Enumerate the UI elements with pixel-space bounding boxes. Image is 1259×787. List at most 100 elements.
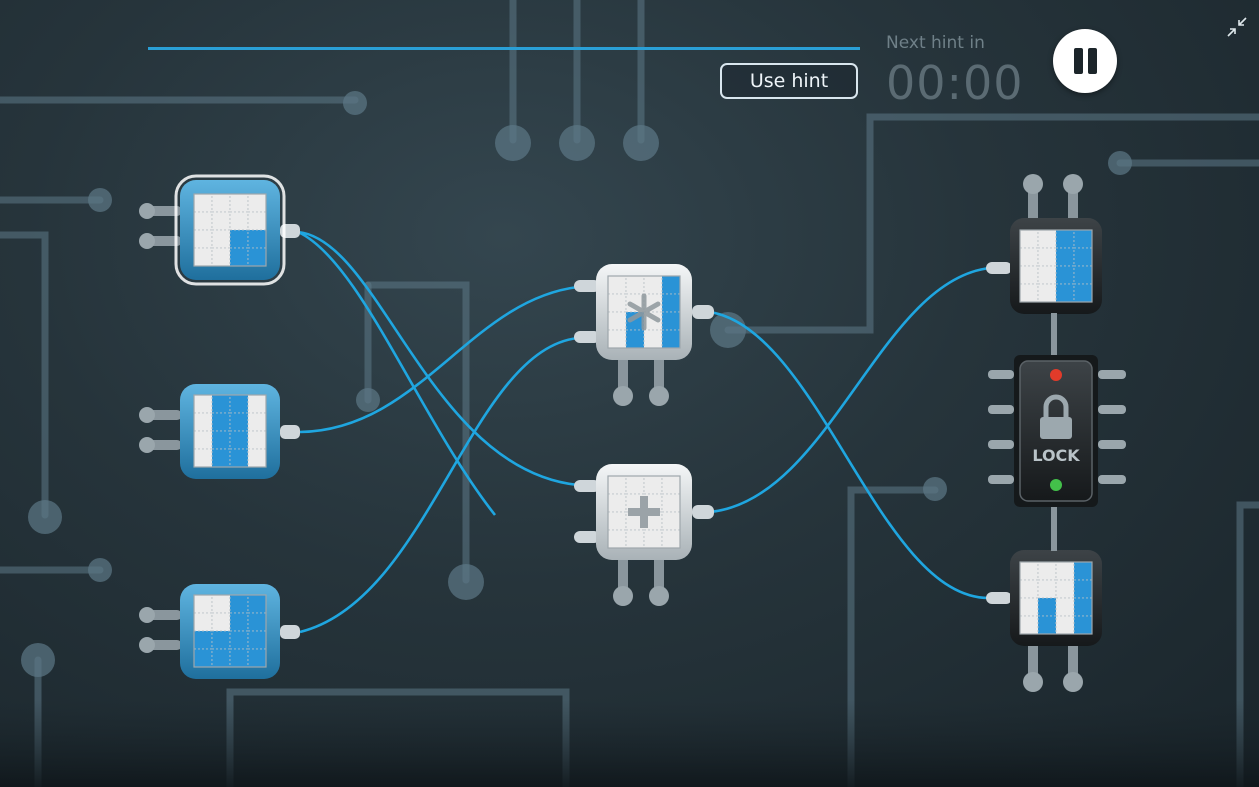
- grid-cell: [1073, 579, 1093, 599]
- grid-cell: [193, 394, 213, 414]
- grid-cell: [193, 630, 213, 650]
- grid-cell: [247, 193, 267, 213]
- wire-s1-loose: [297, 230, 497, 516]
- pause-button[interactable]: [1053, 29, 1117, 93]
- grid-cell: [211, 394, 231, 414]
- grid-frame: [607, 475, 681, 549]
- grid-cell: [1073, 615, 1093, 635]
- collapse-icon[interactable]: [1227, 17, 1247, 37]
- grid-cell: [607, 311, 627, 331]
- grid-cell: [247, 211, 267, 231]
- grid-cell: [211, 193, 231, 213]
- wire-s1-op2: [297, 230, 579, 487]
- grid-cell: [607, 529, 627, 549]
- grid-cell: [211, 229, 231, 249]
- grid-frame: [193, 193, 267, 267]
- grid-cell: [1037, 265, 1057, 285]
- grid-cell: [229, 247, 249, 267]
- timer-progress-line: [148, 47, 860, 50]
- grid-cell: [643, 275, 663, 295]
- grid-cell: [1037, 579, 1057, 599]
- grid-cell: [661, 311, 681, 331]
- grid-cell: [211, 412, 231, 432]
- next-hint-timer: 00:00: [886, 56, 1024, 110]
- wire-s3-op1: [299, 336, 579, 634]
- grid-cell: [1037, 283, 1057, 303]
- grid-cell: [211, 630, 231, 650]
- grid-cell: [1073, 229, 1093, 249]
- grid-cell: [211, 247, 231, 267]
- grid-cell: [1073, 561, 1093, 581]
- grid-cell: [607, 475, 627, 495]
- grid-cell: [193, 247, 213, 267]
- next-hint-label: Next hint in: [886, 33, 985, 53]
- trace-pads: [21, 91, 1132, 677]
- grid-cell: [1037, 247, 1057, 267]
- grid-cell: [607, 511, 627, 531]
- grid-cell: [211, 430, 231, 450]
- chip-source-3[interactable]: [139, 584, 300, 679]
- grid-cell: [229, 394, 249, 414]
- grid-cell: [1055, 579, 1075, 599]
- grid-cell: [211, 594, 231, 614]
- wire-s2-op1: [299, 285, 579, 434]
- grid-frame: [1019, 561, 1093, 635]
- use-hint-button[interactable]: Use hint: [720, 63, 858, 99]
- grid-cell: [211, 612, 231, 632]
- grid-cell: [1019, 615, 1039, 635]
- grid-cell: [625, 329, 645, 349]
- grid-cell: [1037, 597, 1057, 617]
- grid-cell: [229, 630, 249, 650]
- grid-cell: [193, 612, 213, 632]
- lock-status-led-red: [1050, 369, 1062, 381]
- grid-cell: [661, 493, 681, 513]
- grid-cell: [607, 275, 627, 295]
- grid-cell: [211, 648, 231, 668]
- grid-cell: [247, 430, 267, 450]
- grid-cell: [643, 529, 663, 549]
- grid-cell: [607, 329, 627, 349]
- chip-source-1[interactable]: [139, 174, 300, 286]
- grid-cell: [643, 475, 663, 495]
- grid-cell: [1037, 561, 1057, 581]
- grid-cell: [661, 293, 681, 313]
- grid-frame: [1019, 229, 1093, 303]
- grid-cell: [247, 448, 267, 468]
- grid-cell: [247, 247, 267, 267]
- grid-cell: [193, 412, 213, 432]
- grid-cell: [247, 648, 267, 668]
- grid-cell: [193, 594, 213, 614]
- chip-operator-1[interactable]: [574, 264, 714, 406]
- chip-target-bottom: [986, 550, 1102, 692]
- wire-op2-target-top: [709, 266, 991, 514]
- grid-cell: [607, 293, 627, 313]
- grid-cell: [661, 529, 681, 549]
- grid-cell: [661, 475, 681, 495]
- padlock-icon: [1040, 394, 1072, 439]
- grid-cell: [211, 211, 231, 231]
- chip-operator-2[interactable]: [574, 464, 714, 606]
- grid-cell: [1073, 283, 1093, 303]
- grid-cell: [229, 211, 249, 231]
- grid-cell: [229, 229, 249, 249]
- grid-cell: [193, 193, 213, 213]
- wires: [297, 230, 991, 634]
- grid-cell: [625, 529, 645, 549]
- grid-cell: [1055, 229, 1075, 249]
- grid-cell: [1019, 229, 1039, 249]
- asterisk-icon: [627, 293, 661, 331]
- grid-cell: [1019, 579, 1039, 599]
- grid-cell: [643, 329, 663, 349]
- wire-op1-target-bottom: [709, 310, 991, 600]
- lock-label: LOCK: [1032, 446, 1080, 465]
- chip-target-top: [986, 174, 1102, 314]
- grid-cell: [1019, 283, 1039, 303]
- chip-source-2[interactable]: [139, 384, 300, 479]
- grid-cell: [229, 648, 249, 668]
- grid-cell: [193, 229, 213, 249]
- grid-cell: [1037, 615, 1057, 635]
- grid-cell: [661, 511, 681, 531]
- lock-module: LOCK: [988, 313, 1126, 551]
- grid-frame: [193, 394, 267, 468]
